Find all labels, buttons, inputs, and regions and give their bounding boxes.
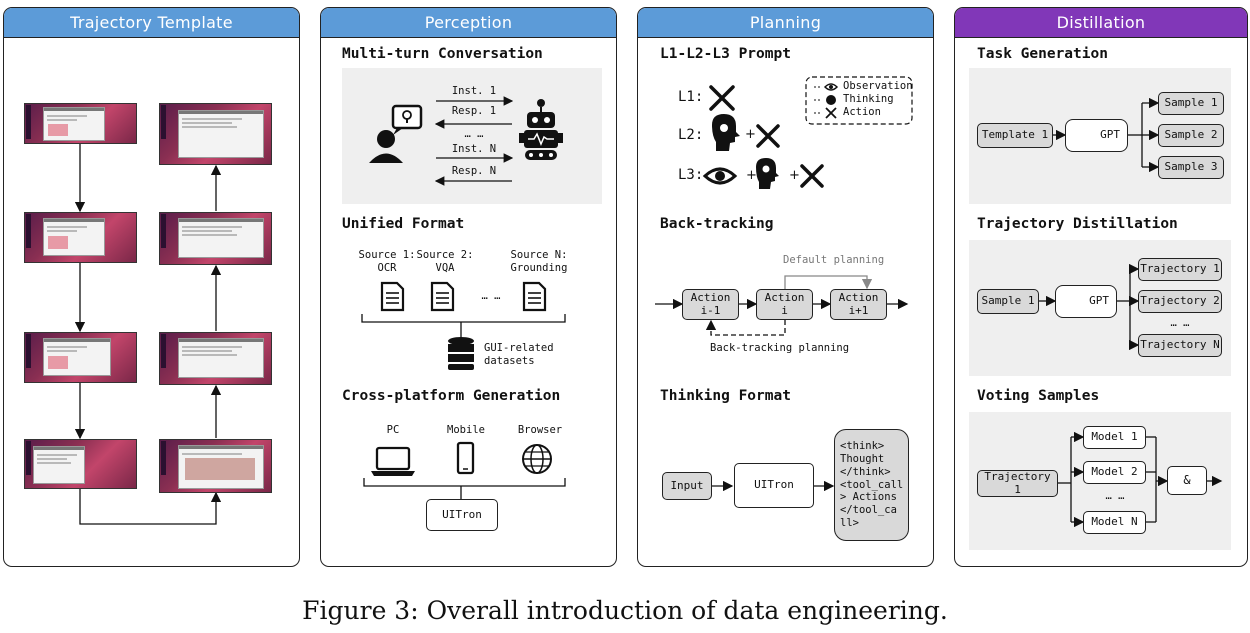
perception-title: Perception — [321, 8, 616, 38]
legend-observation: Observation — [843, 80, 913, 92]
distillation-panel: Distillation Task Generation Trajectory … — [954, 7, 1248, 567]
trajectory-distillation-title: Trajectory Distillation — [977, 216, 1178, 232]
action-i-plus-1-node: Action i+1 — [830, 289, 887, 320]
robot-icon — [519, 99, 563, 160]
source-2-label: Source 2: VQA — [416, 249, 474, 274]
screenshot-thumbnail — [24, 439, 137, 489]
inst-1-label: Inst. 1 — [451, 85, 497, 97]
browser-label: Browser — [517, 424, 563, 436]
source-ellipsis: … … — [481, 290, 501, 302]
thinking-format-title: Thinking Format — [660, 388, 791, 404]
gpt-label: GPT — [1089, 294, 1109, 308]
pc-label: PC — [386, 424, 400, 436]
legend-action: Action — [843, 106, 881, 118]
trajectory-1-input-node: Trajectory 1 — [977, 470, 1058, 497]
multi-turn-title: Multi-turn Conversation — [342, 46, 543, 62]
screenshot-thumbnail — [159, 439, 272, 493]
default-planning-label: Default planning — [783, 254, 885, 266]
backtracking-planning-label: Back-tracking planning — [710, 342, 850, 354]
trajectory-template-title: Trajectory Template — [4, 8, 299, 38]
screenshot-thumbnail — [24, 332, 137, 383]
action-icon — [709, 85, 735, 111]
laptop-icon — [371, 446, 415, 476]
trajectory-1-node: Trajectory 1 — [1138, 258, 1222, 281]
sample-1-node: Sample 1 — [1158, 92, 1224, 115]
action-i-minus-1-node: Action i-1 — [682, 289, 739, 320]
ellipsis-label: … … — [464, 128, 484, 140]
action-icon — [756, 124, 780, 148]
plus-sign: + — [789, 168, 800, 183]
planning-title: Planning — [638, 8, 933, 38]
thinking-icon — [712, 114, 740, 151]
model-n-node: Model N — [1083, 511, 1146, 534]
task-generation-title: Task Generation — [977, 46, 1108, 62]
action-icon — [800, 164, 824, 188]
figure-caption: Figure 3: Overall introduction of data e… — [302, 596, 948, 625]
plus-sign: + — [745, 127, 756, 142]
gui-datasets-label: GUI-related datasets — [484, 342, 554, 367]
screenshot-thumbnail — [159, 212, 272, 265]
trajectory-n-node: Trajectory N — [1138, 334, 1222, 357]
mobile-icon — [456, 441, 475, 475]
uitron-node: UITron — [426, 499, 498, 531]
distillation-title: Distillation — [955, 8, 1247, 38]
screenshot-thumbnail — [24, 212, 137, 263]
prompt-title: L1-L2-L3 Prompt — [660, 46, 791, 62]
perception-panel: Perception Multi-turn Conversation — [320, 7, 617, 567]
planning-drawing — [655, 76, 913, 492]
thinking-icon — [756, 158, 779, 189]
gpt-node-task: GPT — [1065, 119, 1128, 152]
model-2-node: Model 2 — [1083, 461, 1146, 484]
mobile-label: Mobile — [447, 424, 485, 436]
observation-icon — [702, 167, 738, 185]
trajectory-template-panel: Trajectory Template — [3, 7, 300, 567]
template-1-node: Template 1 — [977, 123, 1053, 148]
sample-2-node: Sample 2 — [1158, 124, 1224, 147]
source-n-label: Source N: Grounding — [510, 249, 568, 274]
trajectory-flow-arrows — [74, 144, 222, 525]
resp-1-label: Resp. 1 — [451, 105, 497, 117]
resp-n-label: Resp. N — [451, 165, 497, 177]
thinking-icon — [826, 95, 836, 105]
model-1-node: Model 1 — [1083, 426, 1146, 449]
thinking-output-node: <think> Thought </think> <tool_call > Ac… — [834, 429, 909, 541]
plus-sign: + — [746, 168, 757, 183]
unified-format-title: Unified Format — [342, 216, 465, 232]
planning-panel: Planning L1-L2-L3 Prompt L1: L2: L3: + +… — [637, 7, 934, 567]
multi-turn-drawing — [361, 96, 566, 499]
globe-icon — [522, 444, 552, 474]
combine-node: & — [1167, 466, 1207, 495]
screenshot-thumbnail — [159, 103, 272, 165]
sample-3-node: Sample 3 — [1158, 156, 1224, 179]
backtracking-title: Back-tracking — [660, 216, 774, 232]
trajectory-ellipsis: … … — [1170, 317, 1190, 329]
legend-thinking: Thinking — [843, 93, 894, 105]
inst-n-label: Inst. N — [451, 143, 497, 155]
gpt-label: GPT — [1100, 128, 1120, 142]
gpt-node-traj: GPT — [1055, 285, 1117, 318]
database-icon — [448, 337, 474, 370]
input-node: Input — [662, 472, 712, 500]
action-i-node: Action i — [756, 289, 813, 320]
level-1-label: L1: — [678, 89, 704, 105]
document-icons — [380, 281, 547, 312]
observation-icon — [823, 83, 839, 91]
level-3-label: L3: — [678, 167, 704, 183]
level-2-label: L2: — [678, 127, 704, 143]
screenshot-thumbnail — [24, 103, 137, 144]
uitron-model-node: UITron — [734, 463, 814, 508]
screenshot-thumbnail — [159, 332, 272, 385]
voting-samples-title: Voting Samples — [977, 388, 1100, 404]
action-icon — [825, 107, 837, 119]
cross-platform-title: Cross-platform Generation — [342, 388, 561, 404]
source-1-label: Source 1: OCR — [358, 249, 416, 274]
user-thinking-icon — [369, 104, 423, 163]
model-ellipsis: … … — [1105, 490, 1125, 502]
trajectory-2-node: Trajectory 2 — [1138, 290, 1222, 313]
sample-1-input-node: Sample 1 — [977, 289, 1039, 314]
